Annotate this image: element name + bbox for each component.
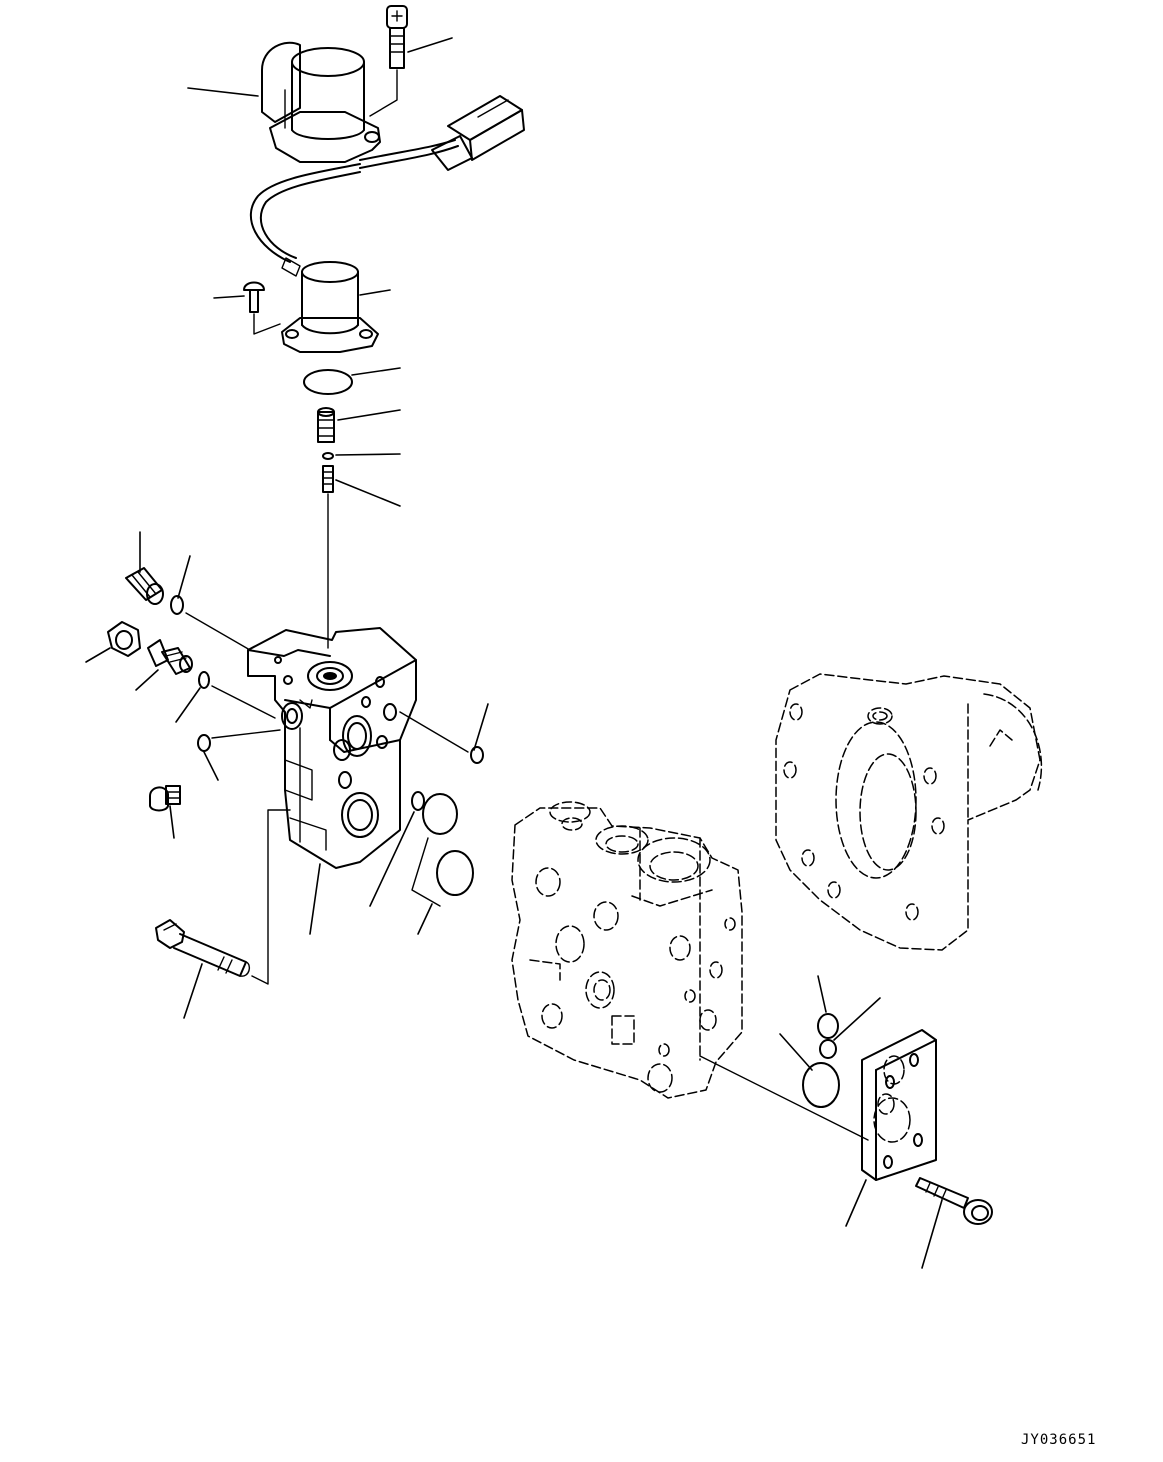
screw-lower <box>243 281 281 335</box>
bolt-long <box>155 809 291 985</box>
valve-body-block <box>247 627 417 869</box>
o-ring-side <box>198 671 276 719</box>
wire-harness-connector <box>249 95 525 263</box>
pump-case <box>511 801 869 1141</box>
o-ring-small <box>170 595 251 651</box>
leader-lines <box>85 37 943 1269</box>
cover-plate <box>861 1029 937 1181</box>
solenoid-valve-lower <box>281 257 379 353</box>
plug-side <box>147 639 193 675</box>
o-ring-solenoid <box>303 369 353 395</box>
cap-screw-upper <box>369 5 408 117</box>
plug-front <box>149 785 181 812</box>
nut <box>107 621 141 657</box>
o-ring-port <box>399 711 484 811</box>
small-ring <box>322 452 334 460</box>
o-ring-front <box>197 729 281 752</box>
plug-top <box>125 567 164 605</box>
spring <box>322 465 334 649</box>
o-ring-plate-upper <box>802 1013 840 1108</box>
cap-screw-plate <box>915 1177 993 1225</box>
figure-id-label: JY036651 <box>1021 1432 1097 1448</box>
pump-flange <box>775 673 1043 951</box>
o-ring-large-pair <box>411 793 474 907</box>
solenoid-valve-upper <box>261 41 381 163</box>
spool <box>317 407 335 443</box>
